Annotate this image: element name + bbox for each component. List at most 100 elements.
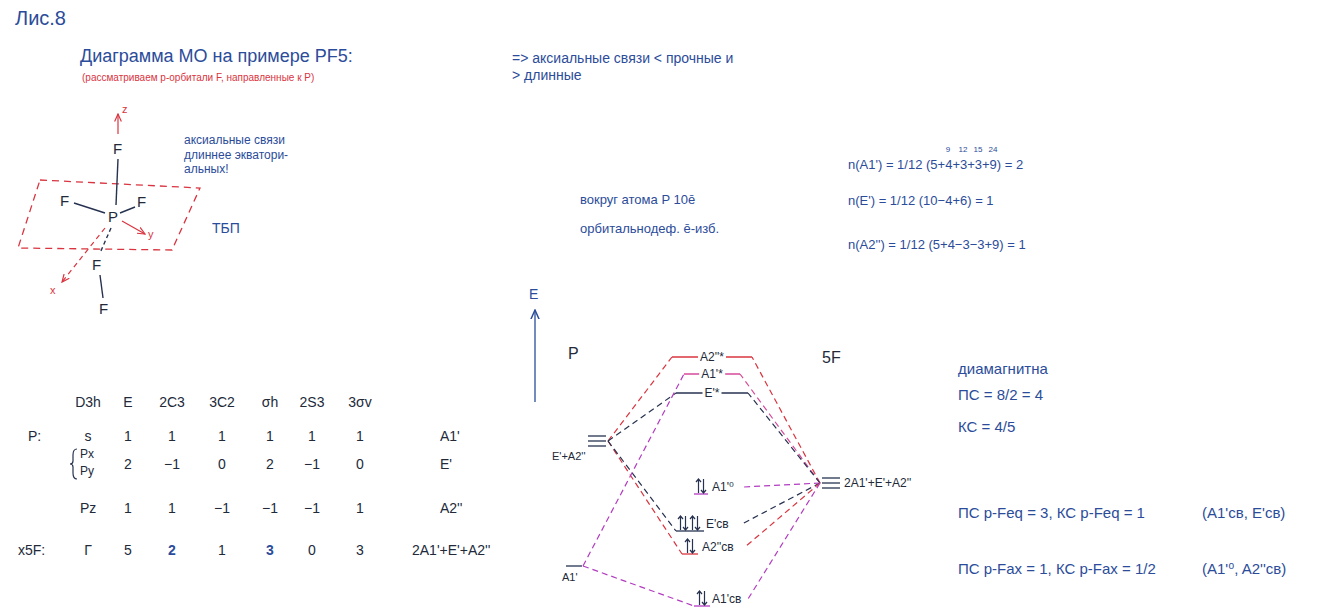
atom-label-holder: F	[92, 256, 101, 274]
note-text: (A1'⁰, A2''св)	[1202, 560, 1286, 578]
table-cell-holder: 2	[266, 456, 274, 473]
level-line	[588, 435, 606, 436]
atom-label: F	[60, 192, 69, 210]
irrep-label: A1'	[440, 428, 460, 445]
table-cell-holder: 1	[356, 500, 364, 517]
atom-label: F	[113, 140, 122, 158]
orbital-label: 2A1'+E'+A2''	[844, 476, 911, 491]
orbital-label-holder: A1'*	[699, 367, 725, 382]
row-label-holder: x5F:	[18, 542, 45, 559]
atom-label-holder: F	[60, 192, 69, 210]
table-cell: 1	[218, 428, 226, 445]
note-text: ПС = 8/2 = 4	[958, 386, 1043, 404]
table-cell: 1	[308, 428, 316, 445]
table-cell-holder: 2	[124, 456, 132, 473]
table-cell-holder: 3	[356, 542, 364, 559]
table-cell-holder: 1	[218, 542, 226, 559]
correlation-line	[740, 374, 820, 483]
table-header: 2S3	[300, 394, 325, 411]
orbital-label: A1'св	[710, 592, 743, 607]
partial-sum-holder: 9	[946, 145, 950, 155]
table-cell: −1	[262, 500, 278, 517]
level-line	[694, 493, 708, 494]
bond-line	[120, 207, 135, 213]
table-cell-holder: −1	[304, 456, 320, 473]
correlation-line	[608, 441, 682, 554]
partial-sum-holder: 15	[974, 145, 983, 155]
note-text: КС = 4/5	[958, 418, 1015, 436]
correlation-line	[608, 357, 672, 441]
note-text-holder: ПС p-Feq = 3, КС p-Feq = 1	[958, 504, 1145, 522]
note-text-holder: (A1'⁰, A2''св)	[1202, 560, 1286, 578]
table-cell-holder: −1	[164, 456, 180, 473]
partial-sum: 24	[989, 145, 998, 155]
table-cell-holder: 1	[168, 500, 176, 517]
row-label-holder: Pz	[80, 500, 96, 517]
electron-pair	[690, 516, 700, 530]
table-cell-holder: 1	[218, 428, 226, 445]
correlation-line	[745, 483, 820, 547]
correlation-line	[608, 393, 676, 441]
table-cell-holder: 2	[168, 542, 176, 559]
table-cell: 1	[168, 428, 176, 445]
irrep-label: E'	[440, 456, 452, 473]
row-label: Py	[80, 464, 94, 479]
note-text-holder: ПС p-Fax = 1, КС p-Fax = 1/2	[958, 560, 1156, 578]
table-cell: 0	[308, 542, 316, 559]
note-text: диамагнитна	[958, 360, 1048, 378]
bond-line	[116, 159, 118, 205]
axis-label-holder: x	[50, 284, 56, 297]
table-cell: 1	[124, 500, 132, 517]
brace	[70, 449, 77, 479]
table-cell: −1	[304, 456, 320, 473]
orbital-label-holder: E'*	[703, 386, 722, 401]
level-line	[566, 565, 582, 566]
table-cell: 0	[356, 456, 364, 473]
orbital-label-holder: E'+A2''	[552, 450, 586, 463]
atomic-levels	[566, 436, 840, 566]
formula: n(A1') = 1/12 (5+4+3+3+9) = 2	[848, 157, 1023, 173]
table-cell-holder: −1	[262, 500, 278, 517]
formula: n(E') = 1/12 (10−4+6) = 1	[848, 193, 994, 209]
table-cell: 2	[168, 542, 176, 559]
electron-pair	[678, 516, 688, 530]
note-text-holder: => аксиальные связи < прочные и > длинны…	[512, 50, 737, 84]
level-line	[822, 482, 840, 483]
note-text: вокруг атома P 10ē орбитальнодеф. ē-изб.	[580, 186, 740, 243]
note-text-holder: ПС = 8/2 = 4	[958, 386, 1043, 404]
atom-label-holder: 5F	[822, 348, 841, 368]
z-axis	[117, 114, 118, 134]
atom-label-holder: F	[113, 140, 122, 158]
diagram-title: Диаграмма МО на примере PF5:	[80, 46, 353, 68]
note-text-holder: диамагнитна	[958, 360, 1048, 378]
formula-holder: n(A1') = 1/12 (5+4+3+3+9) = 2	[848, 157, 1023, 173]
row-label: s	[85, 428, 92, 445]
axis-label-holder: E	[529, 286, 538, 303]
level-line	[588, 440, 606, 441]
table-header: σh	[262, 394, 278, 411]
bond-line	[100, 275, 103, 298]
orbital-label-holder: E'св	[704, 517, 731, 532]
axis-label-holder: z	[122, 103, 128, 116]
atom-label: F	[99, 300, 108, 318]
table-header-holder: 2S3	[300, 394, 325, 411]
irrep-label-holder: A1'	[440, 428, 460, 445]
table-cell-holder: 0	[218, 456, 226, 473]
subtitle-note-holder: (рассматриваем p-орбитали F, направленны…	[82, 72, 314, 84]
correlation-line	[742, 483, 820, 524]
orbital-label: E'+A2''	[552, 450, 586, 463]
partial-sum: 9	[946, 145, 950, 155]
level-line	[676, 530, 704, 531]
table-cell-holder: 5	[124, 542, 132, 559]
table-cell-holder: 1	[168, 428, 176, 445]
note-text: ПС p-Fax = 1, КС p-Fax = 1/2	[958, 560, 1156, 578]
partial-sum: 15	[974, 145, 983, 155]
level-line	[588, 445, 606, 446]
correlation-line	[583, 566, 694, 606]
atom-label: P	[568, 344, 579, 364]
orbital-label: A2''*	[698, 350, 726, 365]
table-cell-holder: 1	[266, 428, 274, 445]
table-header-holder: σh	[262, 394, 278, 411]
orbital-label-holder: A1'	[562, 571, 578, 584]
